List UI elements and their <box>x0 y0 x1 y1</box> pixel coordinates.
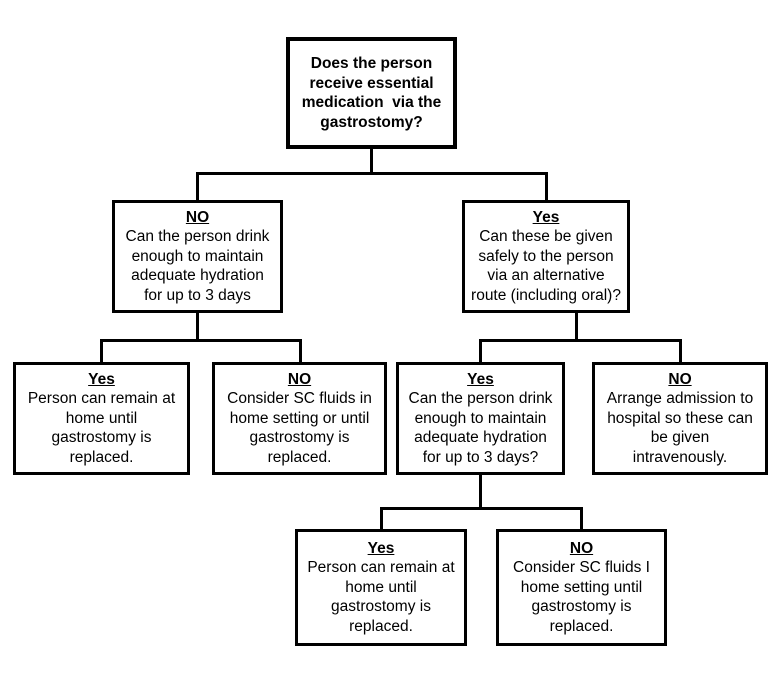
flow-node-heading: Yes <box>88 370 115 388</box>
connector-root-to-yes <box>545 172 548 201</box>
connector-drink-stem <box>479 474 482 510</box>
connector-no-to-sc-fluids <box>299 339 302 363</box>
connector-root-crossbar <box>196 172 548 175</box>
flow-node-heading: NO <box>569 539 594 557</box>
flow-node-heading: Yes <box>467 370 494 388</box>
connector-yes-stem <box>575 312 578 341</box>
connector-no-to-yes-home <box>100 339 103 363</box>
flow-node-heading: Yes <box>367 539 395 557</box>
flow-node-heading: NO <box>185 208 210 226</box>
connector-drink-to-no-sc <box>580 507 583 530</box>
flow-node-heading: NO <box>287 370 312 388</box>
connector-yes-to-hospital <box>679 339 682 363</box>
flow-node-heading: NO <box>668 370 692 388</box>
connector-no-stem <box>196 312 199 341</box>
connector-no-crossbar <box>100 339 302 342</box>
connector-root-to-no <box>196 172 199 201</box>
connector-drink-crossbar <box>380 507 583 510</box>
connector-yes-to-drink <box>479 339 482 363</box>
connector-drink-to-yes-home <box>380 507 383 530</box>
flow-node-heading: Yes <box>532 208 560 226</box>
connector-root-stem <box>370 148 373 175</box>
connector-yes-crossbar <box>479 339 682 342</box>
